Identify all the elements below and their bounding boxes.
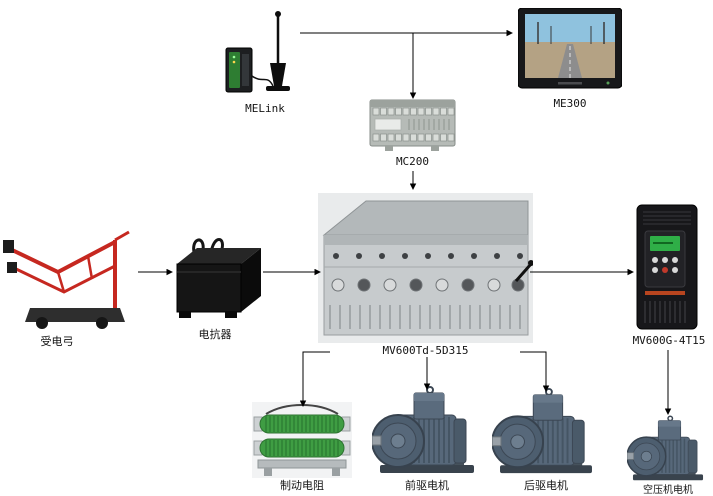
electric-motor-icon [627, 415, 704, 481]
label-pantograph: 受电弓 [40, 335, 74, 348]
device-brake-resistor [252, 402, 352, 478]
hmi-monitor-icon [518, 8, 622, 89]
wireless-module-antenna-icon [225, 11, 290, 93]
electric-motor-icon [372, 386, 474, 473]
electric-motor-icon [492, 387, 592, 474]
device-mc200 [365, 86, 460, 158]
label-rear-motor: 后驱电机 [524, 479, 568, 492]
label-aux-inverter: MV600G-4T15 [632, 334, 706, 347]
pantograph-icon [3, 230, 130, 329]
device-reactor [165, 226, 265, 326]
label-melink: MELink [245, 102, 285, 115]
device-main-inverter [318, 193, 533, 343]
braking-resistor-icon [252, 402, 352, 478]
device-me300 [518, 8, 622, 96]
controller-module-icon [369, 99, 456, 151]
label-me300: ME300 [553, 97, 587, 110]
label-main-inverter: MV600Td-5D315 [382, 344, 469, 357]
device-front-motor [372, 385, 482, 477]
arrow-inverter-to-rear-motor [520, 351, 550, 392]
vfd-drive-icon [636, 204, 698, 330]
device-melink [225, 4, 305, 109]
reactor-box-icon [176, 238, 261, 318]
traction-inverter-cabinet-icon [318, 193, 533, 343]
label-mc200: MC200 [395, 155, 430, 168]
device-compressor-motor [627, 413, 709, 485]
device-rear-motor [492, 387, 600, 477]
device-pantograph [2, 212, 137, 334]
label-reactor: 电抗器 [198, 328, 232, 341]
device-aux-inverter [633, 203, 705, 333]
label-compressor-motor: 空压机电机 [643, 485, 693, 496]
label-front-motor: 前驱电机 [405, 479, 449, 492]
label-brake-resistor: 制动电阻 [280, 479, 324, 492]
arrow-inverter-to-resistor [299, 351, 330, 407]
